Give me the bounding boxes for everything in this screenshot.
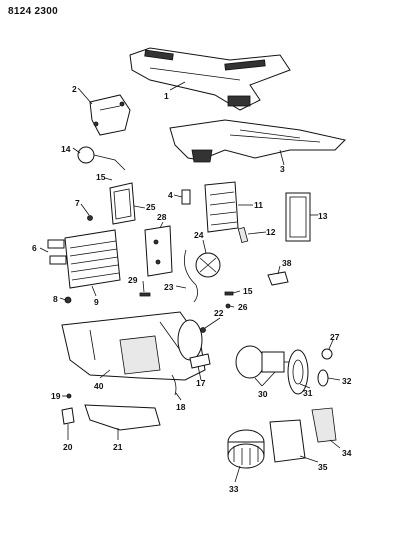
part-heater-core [47,229,121,289]
part-main-housing [61,311,206,381]
callout-21: 21 [113,442,123,452]
callout-33: 33 [229,484,239,494]
part-lower-cover [84,404,161,431]
callout-17: 17 [196,378,206,388]
part-filter-panel [285,192,311,242]
part-defroster-duct [129,47,291,111]
part-clip [181,189,191,205]
part-seal [109,182,136,225]
callout-2: 2 [72,84,77,94]
part-clip-15 [224,291,234,296]
part-floor-duct [169,119,346,163]
callout-8: 8 [53,294,58,304]
part-grommet [321,348,333,360]
callout-30: 30 [258,389,268,399]
part-mode-actuator [189,353,211,369]
callout-18: 18 [176,402,186,412]
callout-4: 4 [168,190,173,200]
part-evaporator-core [204,181,239,233]
callout-40: 40 [94,381,104,391]
part-motor-plate [287,349,309,395]
part-gasket [311,407,337,443]
part-seal-strip [237,226,249,244]
callout-15b: 15 [243,286,253,296]
part-vacuum-actuator [77,146,126,171]
part-wheel-nut [317,369,329,387]
part-mount-bracket [144,225,173,277]
callout-12: 12 [266,227,276,237]
callout-31: 31 [303,388,313,398]
part-screw [87,215,93,221]
diagram-code: 8124 2300 [8,6,58,17]
callout-9: 9 [94,297,99,307]
callout-29: 29 [128,275,138,285]
callout-38: 38 [282,258,292,268]
part-pin [139,292,151,297]
callout-3: 3 [280,164,285,174]
callout-14: 14 [61,144,71,154]
part-switch [267,271,289,286]
callout-26: 26 [238,302,248,312]
callout-25: 25 [146,202,156,212]
part-clip-26 [225,303,231,309]
part-screw-19 [66,393,72,399]
callout-6: 6 [32,243,37,253]
part-blower-wheel [227,429,265,469]
part-bracket [89,94,131,136]
callout-20: 20 [63,442,73,452]
callout-1: 1 [164,91,169,101]
callout-11: 11 [254,200,263,210]
callout-23: 23 [164,282,174,292]
callout-15a: 15 [96,172,106,182]
callout-22: 22 [214,308,224,318]
part-blower-motor [235,345,296,379]
callout-24: 24 [194,230,204,240]
callout-19: 19 [51,391,61,401]
callout-28: 28 [157,212,167,222]
callout-27: 27 [330,332,340,342]
callout-34: 34 [342,448,352,458]
part-blower-housing [269,419,306,463]
callout-labels: 1 2 3 4 5 6 7 8 9 11 12 13 14 15 17 18 1… [32,84,352,494]
part-resistor [195,252,221,278]
callout-13: 13 [318,211,328,221]
part-valve [61,407,75,425]
callout-7: 7 [75,198,80,208]
part-wire-harness [183,249,198,303]
callout-35: 35 [318,462,328,472]
leader-lines [39,81,341,483]
part-drain-tube [171,374,177,396]
part-nut [200,327,206,333]
callout-32: 32 [342,376,352,386]
